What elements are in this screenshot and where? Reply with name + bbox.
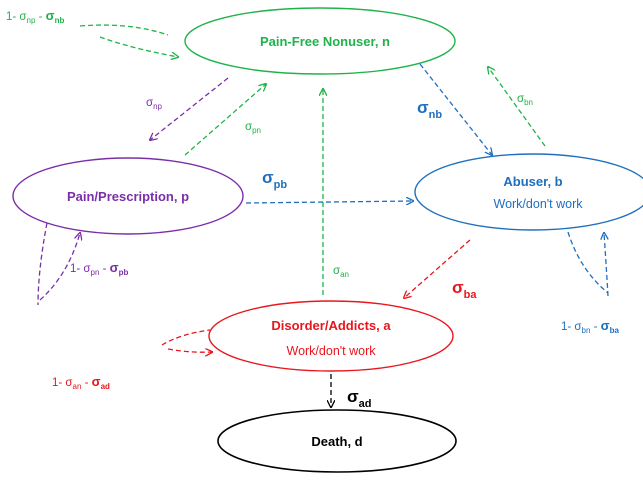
node-addicts-title: Disorder/Addicts, a bbox=[271, 318, 391, 333]
node-pain-prescription: Pain/Prescription, p bbox=[12, 157, 244, 235]
arrow-n-to-p bbox=[150, 77, 229, 140]
arrow-b-self-left bbox=[567, 231, 609, 294]
node-prescription-ellipse bbox=[12, 157, 244, 235]
arrow-p-self-left bbox=[37, 222, 48, 306]
arrow-a-self-top bbox=[161, 329, 211, 346]
node-addicts-ellipse bbox=[208, 300, 454, 372]
node-death: Death, d bbox=[217, 409, 457, 473]
node-disorder-addicts: Disorder/Addicts, a Work/don't work bbox=[208, 300, 454, 372]
arrow-p-to-n bbox=[184, 84, 266, 156]
label-sigma-bn: σbn bbox=[517, 93, 533, 107]
node-death-ellipse bbox=[217, 409, 457, 473]
label-sigma-np: σnp bbox=[146, 97, 163, 111]
arrow-p-to-b bbox=[245, 201, 413, 203]
arrow-b-to-n bbox=[488, 67, 546, 147]
label-a-self: 1- σan - σad bbox=[52, 374, 110, 391]
label-b-self: 1- σbn - σba bbox=[561, 318, 619, 335]
node-pain-free-nonuser: Pain-Free Nonuser, n bbox=[184, 7, 456, 75]
label-sigma-an: σan bbox=[333, 265, 349, 279]
node-nonuser-title: Pain-Free Nonuser, n bbox=[260, 34, 390, 49]
arrow-n-self-bottom bbox=[99, 36, 178, 57]
label-p-self: 1- σpn - σpb bbox=[70, 260, 128, 277]
label-sigma-pb: σpb bbox=[262, 168, 287, 191]
arrow-a-self-bottom bbox=[167, 349, 212, 352]
node-abuser: Abuser, b Work/don't work bbox=[414, 153, 643, 231]
arrow-b-to-a bbox=[404, 239, 471, 298]
arrow-b-self-right bbox=[604, 233, 609, 297]
node-nonuser-ellipse bbox=[184, 7, 456, 75]
label-sigma-ad: σad bbox=[347, 387, 371, 410]
label-sigma-nb: σnb bbox=[417, 98, 442, 121]
arrow-n-self-top bbox=[79, 24, 169, 36]
node-abuser-subtitle: Work/don't work bbox=[494, 197, 584, 211]
label-n-self: 1- σnp - σnb bbox=[6, 8, 64, 25]
node-prescription-title: Pain/Prescription, p bbox=[67, 189, 189, 204]
node-addicts-subtitle: Work/don't work bbox=[287, 344, 377, 358]
node-death-title: Death, d bbox=[311, 434, 362, 449]
node-abuser-title: Abuser, b bbox=[503, 174, 562, 189]
label-sigma-pn: σpn bbox=[245, 121, 261, 135]
label-sigma-ba: σba bbox=[452, 278, 477, 301]
arrow-n-to-b bbox=[419, 63, 492, 155]
node-abuser-ellipse bbox=[414, 153, 643, 231]
